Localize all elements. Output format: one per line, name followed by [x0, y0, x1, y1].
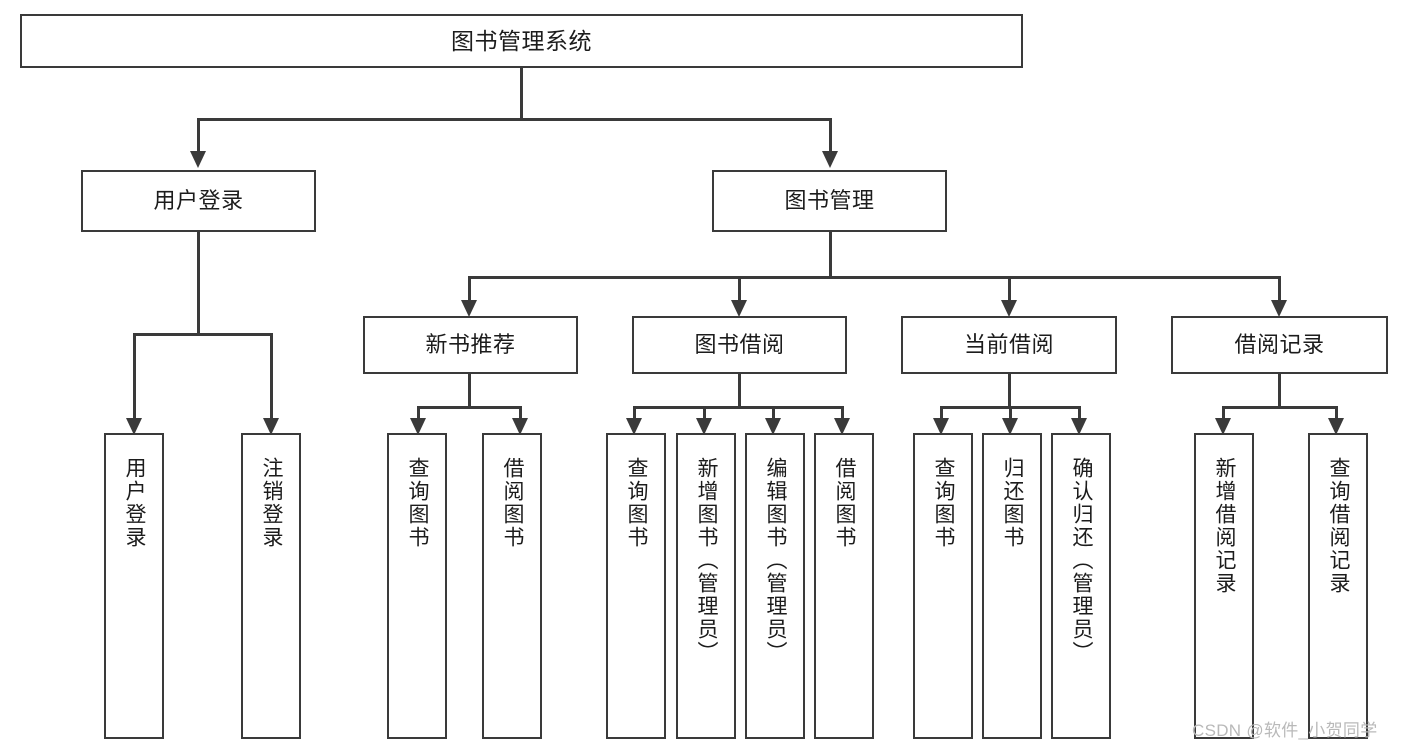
leaf-edit-book-admin[interactable]: 编辑图书（管理员） [745, 433, 805, 739]
node-book-borrow[interactable]: 图书借阅 [632, 316, 847, 374]
node-label: 查询图书 [405, 457, 429, 549]
leaf-confirm-return-admin[interactable]: 确认归还（管理员） [1051, 433, 1111, 739]
arrowhead-bb-leaf-1 [696, 418, 712, 435]
leaf-return-books[interactable]: 归还图书 [982, 433, 1042, 739]
connector-bm-to-new-book [468, 276, 471, 302]
node-label: 查询借阅记录 [1326, 457, 1350, 595]
connector-root-to-book-management [829, 118, 832, 153]
node-root-book-management-system[interactable]: 图书管理系统 [20, 14, 1023, 68]
connector-user-login-stem [197, 232, 200, 335]
connector-book-borrow-bus [633, 406, 843, 409]
connector-new-book-stem [468, 374, 471, 408]
node-label: 图书借阅 [694, 331, 785, 357]
leaf-query-borrow-record[interactable]: 查询借阅记录 [1308, 433, 1368, 739]
node-current-borrow[interactable]: 当前借阅 [901, 316, 1117, 374]
connector-bb-to-leaf-2 [772, 406, 775, 420]
connector-book-borrow-stem [738, 374, 741, 408]
arrowhead-bb-leaf-3 [834, 418, 850, 435]
node-label: 借阅图书 [832, 457, 856, 549]
connector-bb-to-leaf-0 [633, 406, 636, 420]
connector-cb-to-leaf-0 [940, 406, 943, 420]
leaf-user-login[interactable]: 用户登录 [104, 433, 164, 739]
arrowhead-bm-to-new-book [461, 300, 477, 317]
node-book-management[interactable]: 图书管理 [712, 170, 947, 232]
leaf-borrow-books-recommend[interactable]: 借阅图书 [482, 433, 542, 739]
connector-borrow-record-stem [1278, 374, 1281, 408]
connector-nb-to-leaf-0 [417, 406, 420, 420]
connector-user-login-to-leaf-0 [133, 333, 136, 420]
node-borrow-record[interactable]: 借阅记录 [1171, 316, 1388, 374]
node-label: 用户登录 [153, 187, 244, 213]
connector-root-bus [197, 118, 831, 121]
arrowhead-bb-leaf-0 [626, 418, 642, 435]
arrowhead-br-leaf-0 [1215, 418, 1231, 435]
node-label: 查询图书 [931, 457, 955, 549]
arrowhead-cb-leaf-0 [933, 418, 949, 435]
arrowhead-cb-leaf-2 [1071, 418, 1087, 435]
connector-root-stem [520, 68, 523, 120]
node-label: 借阅记录 [1234, 331, 1325, 357]
leaf-query-books-current[interactable]: 查询图书 [913, 433, 973, 739]
leaf-logout[interactable]: 注销登录 [241, 433, 301, 739]
connector-bm-to-current-borrow [1008, 276, 1011, 302]
connector-borrow-record-bus [1222, 406, 1337, 409]
arrowhead-bm-to-book-borrow [731, 300, 747, 317]
connector-br-to-leaf-0 [1222, 406, 1225, 420]
node-label: 图书管理系统 [451, 27, 592, 54]
connector-new-book-bus [417, 406, 521, 409]
arrowhead-user-login-leaf-0 [126, 418, 142, 435]
connector-nb-to-leaf-1 [519, 406, 522, 420]
leaf-query-books-borrow[interactable]: 查询图书 [606, 433, 666, 739]
node-user-login[interactable]: 用户登录 [81, 170, 316, 232]
node-label: 查询图书 [624, 457, 648, 549]
arrowhead-bb-leaf-2 [765, 418, 781, 435]
arrowhead-cb-leaf-1 [1002, 418, 1018, 435]
connector-user-login-bus [133, 333, 272, 336]
connector-user-login-to-leaf-1 [270, 333, 273, 420]
connector-current-borrow-stem [1008, 374, 1011, 408]
node-label: 归还图书 [1000, 457, 1024, 549]
node-label: 用户登录 [122, 457, 146, 549]
arrowhead-br-leaf-1 [1328, 418, 1344, 435]
leaf-add-book-admin[interactable]: 新增图书（管理员） [676, 433, 736, 739]
node-label: 借阅图书 [500, 457, 524, 549]
arrowhead-bm-to-borrow-record [1271, 300, 1287, 317]
connector-root-to-user-login [197, 118, 200, 153]
node-label: 编辑图书（管理员） [763, 457, 787, 664]
node-label: 当前借阅 [963, 331, 1054, 357]
csdn-watermark: CSDN @软件_小贺同学 [1192, 721, 1378, 740]
node-label: 确认归还（管理员） [1069, 457, 1093, 664]
node-label: 新书推荐 [425, 331, 516, 357]
arrowhead-nb-leaf-1 [512, 418, 528, 435]
connector-cb-to-leaf-2 [1078, 406, 1081, 420]
connector-cb-to-leaf-1 [1009, 406, 1012, 420]
connector-bm-to-book-borrow [738, 276, 741, 302]
arrowhead-nb-leaf-0 [410, 418, 426, 435]
leaf-add-borrow-record[interactable]: 新增借阅记录 [1194, 433, 1254, 739]
leaf-query-books-recommend[interactable]: 查询图书 [387, 433, 447, 739]
connector-bm-to-borrow-record [1278, 276, 1281, 302]
arrowhead-bm-to-current-borrow [1001, 300, 1017, 317]
connector-bb-to-leaf-1 [703, 406, 706, 420]
node-label: 新增借阅记录 [1212, 457, 1236, 595]
arrowhead-root-to-book-management [822, 151, 838, 168]
arrowhead-user-login-leaf-1 [263, 418, 279, 435]
connector-bb-to-leaf-3 [841, 406, 844, 420]
connector-br-to-leaf-1 [1335, 406, 1338, 420]
connector-book-management-stem [829, 232, 832, 278]
node-label: 注销登录 [259, 457, 283, 549]
node-label: 图书管理 [784, 187, 875, 213]
leaf-borrow-books[interactable]: 借阅图书 [814, 433, 874, 739]
connector-book-management-bus [468, 276, 1280, 279]
arrowhead-root-to-user-login [190, 151, 206, 168]
node-new-book-recommend[interactable]: 新书推荐 [363, 316, 578, 374]
node-label: 新增图书（管理员） [694, 457, 718, 664]
